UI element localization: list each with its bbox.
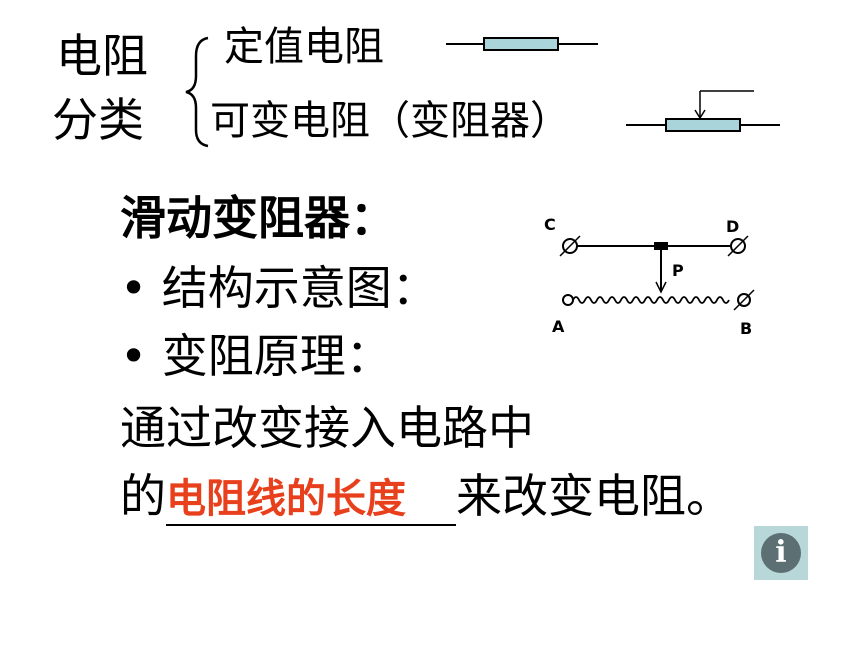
variable-resistor-symbol	[626, 90, 780, 132]
info-icon: i	[761, 533, 801, 573]
bullet-principle: • 变阻原理：	[120, 330, 392, 382]
fixed-resistor-label: 定值电阻	[224, 24, 384, 70]
fixed-resistor-symbol	[446, 37, 598, 51]
section-title: 滑动变阻器：	[120, 191, 396, 245]
rheostat-diagram: C D P A B	[544, 215, 755, 338]
category-label-line2: 分类	[52, 93, 144, 147]
principle-suffix: 来改变电阻。	[456, 469, 732, 523]
terminal-label-d: D	[726, 217, 739, 236]
bullet-structure: • 结构示意图：	[120, 262, 438, 314]
principle-line2: 的电阻线的长度 来改变电阻。	[120, 470, 732, 526]
principle-blank: 电阻线的长度	[166, 471, 456, 526]
info-button[interactable]: i	[754, 526, 808, 580]
terminal-label-c: C	[544, 215, 556, 234]
principle-line1: 通过改变接入电路中	[120, 401, 534, 455]
principle-answer: 电阻线的长度	[166, 476, 406, 522]
terminal-label-b: B	[740, 319, 752, 338]
bullet-dot: •	[120, 261, 148, 315]
bullet-structure-text: 结构示意图：	[161, 261, 438, 315]
curly-brace	[185, 36, 209, 148]
variable-resistor-label: 可变电阻（变阻器）	[210, 98, 570, 144]
bullet-principle-text: 变阻原理：	[161, 329, 392, 383]
principle-prefix: 的	[120, 469, 166, 523]
bullet-dot: •	[120, 329, 148, 383]
slider-label-p: P	[672, 261, 684, 280]
category-label-line1: 电阻	[56, 29, 148, 83]
terminal-label-a: A	[552, 317, 565, 336]
